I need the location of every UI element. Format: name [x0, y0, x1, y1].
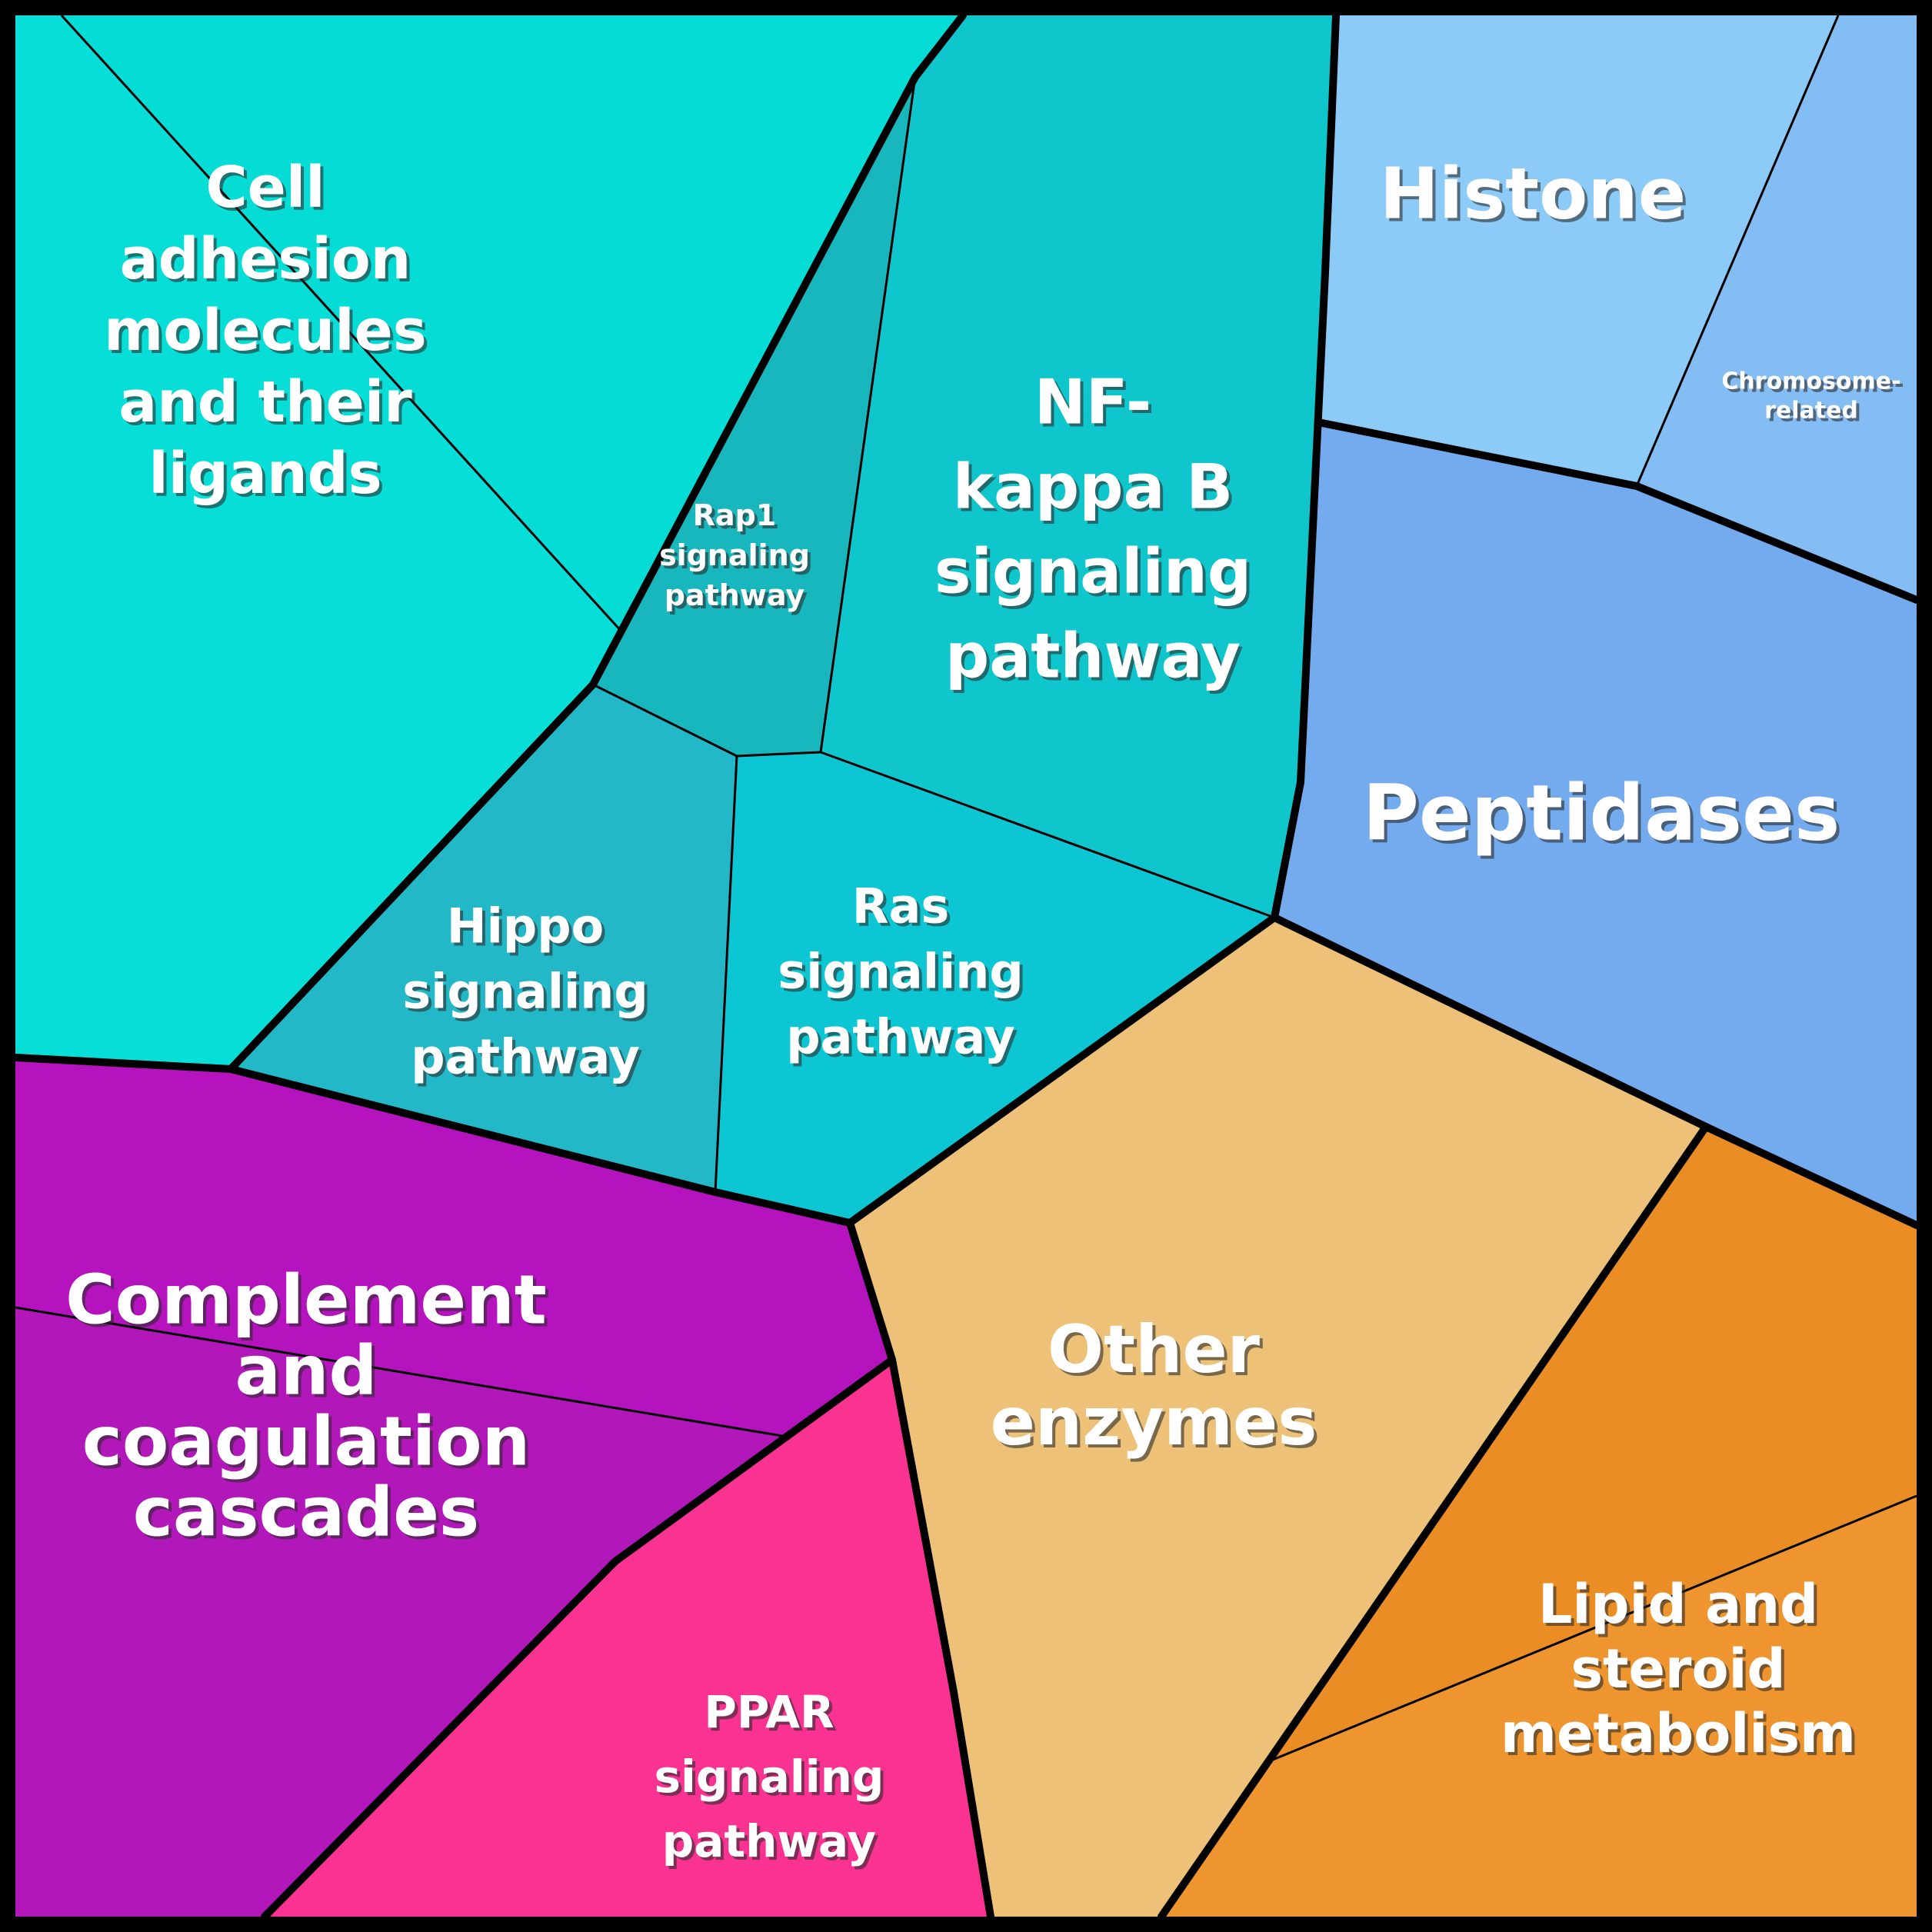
cell-label-histone-shadow: Histone — [1383, 156, 1689, 238]
cell-divider-thin — [15, 1306, 788, 1438]
cell-label-peptidases: Peptidases — [1363, 768, 1840, 858]
cell-peptidases[interactable] — [1274, 422, 1917, 1225]
cell-chromosome-related[interactable] — [1637, 15, 1917, 600]
cell-ras[interactable] — [715, 752, 1274, 1223]
cell-histone[interactable] — [1318, 15, 1838, 486]
group-border-thick — [227, 12, 967, 1073]
group-border-thick — [888, 1356, 994, 1920]
cell-divider-thin — [819, 76, 917, 753]
cell-divider-thin — [1635, 15, 1840, 487]
cell-cell-adhesion-sub[interactable] — [62, 15, 963, 631]
group-border-thick — [1702, 1123, 1920, 1229]
group-border-thick — [1314, 418, 1641, 490]
cell-divider-thin — [736, 751, 821, 758]
cell-divider-thin — [820, 751, 1275, 919]
group-border-thick — [261, 1356, 896, 1920]
group-border-thick — [1271, 12, 1340, 921]
cell-divider-thin — [60, 14, 623, 633]
cell-hippo[interactable] — [231, 685, 737, 1192]
cell-lipid-lower[interactable] — [1161, 1496, 1917, 1917]
cell-label-chromosome-related: Chromosome-related — [1721, 368, 1900, 425]
cell-divider-thin — [1268, 1494, 1917, 1763]
cell-ppar[interactable] — [265, 1360, 991, 1917]
cell-nfkb[interactable] — [821, 15, 1336, 918]
cell-label-chromosome-related-shadow: Chromosome-related — [1724, 371, 1904, 428]
cell-divider-thin — [714, 755, 738, 1193]
cell-label-histone: Histone — [1380, 153, 1686, 235]
cell-complement-lower[interactable] — [15, 1307, 787, 1917]
group-border-thick — [1633, 482, 1920, 604]
group-border-thick — [12, 1054, 896, 1364]
cell-label-peptidases-shadow: Peptidases — [1366, 771, 1844, 861]
cell-other-enzymes[interactable] — [850, 918, 1706, 1917]
cell-rap1[interactable] — [593, 77, 915, 756]
group-border-thick — [1158, 1123, 1710, 1920]
cell-complement-upper[interactable] — [15, 1058, 892, 1437]
cell-cell-adhesion-main[interactable] — [15, 15, 621, 1069]
cell-lipid-upper[interactable] — [1269, 1127, 1917, 1761]
cell-divider-thin — [592, 683, 738, 758]
